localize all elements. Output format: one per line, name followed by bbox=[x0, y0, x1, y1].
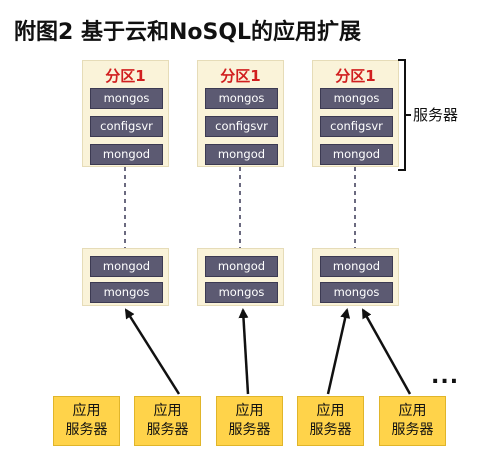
configsvr-node: configsvr bbox=[205, 116, 278, 137]
shard-box: 分区1 mongos configsvr mongod bbox=[82, 60, 169, 167]
app-server-label-line2: 服务器 bbox=[228, 422, 271, 438]
router-box: mongod mongos bbox=[82, 248, 169, 306]
mongod-node: mongod bbox=[90, 144, 163, 165]
shard-label: 分区1 bbox=[220, 67, 261, 85]
request-arrow bbox=[238, 308, 250, 395]
diagram-title: 附图2 基于云和NoSQL的应用扩展 bbox=[14, 20, 362, 45]
server-bracket-label: 服务器 bbox=[413, 106, 459, 124]
app-server-label-line2: 服务器 bbox=[309, 422, 352, 438]
app-server-label-line1: 应用 bbox=[398, 403, 427, 419]
app-server-label-line1: 应用 bbox=[153, 403, 182, 419]
more-servers-indicator: ... bbox=[431, 364, 460, 389]
app-server-label-line1: 应用 bbox=[72, 403, 101, 419]
mongos-node: mongos bbox=[320, 282, 393, 303]
app-server-box: 应用 服务器 bbox=[379, 396, 446, 446]
mongos-node: mongos bbox=[205, 88, 278, 109]
mongos-node: mongos bbox=[90, 282, 163, 303]
configsvr-node: configsvr bbox=[320, 116, 393, 137]
shard-label: 分区1 bbox=[105, 67, 146, 85]
shard-box: 分区1 mongos configsvr mongod bbox=[197, 60, 284, 167]
configsvr-node: configsvr bbox=[90, 116, 163, 137]
app-server-box: 应用 服务器 bbox=[134, 396, 201, 446]
mongod-node: mongod bbox=[205, 256, 278, 277]
mongod-node: mongod bbox=[205, 144, 278, 165]
router-box: mongod mongos bbox=[197, 248, 284, 306]
mongos-node: mongos bbox=[320, 88, 393, 109]
mongod-node: mongod bbox=[90, 256, 163, 277]
app-server-label-line2: 服务器 bbox=[146, 422, 189, 438]
shard-label: 分区1 bbox=[335, 67, 376, 85]
shard-box: 分区1 mongos configsvr mongod bbox=[312, 60, 399, 167]
mongod-node: mongod bbox=[320, 144, 393, 165]
app-server-box: 应用 服务器 bbox=[53, 396, 120, 446]
server-bracket bbox=[398, 59, 406, 171]
router-box: mongod mongos bbox=[312, 248, 399, 306]
request-arrow bbox=[326, 308, 351, 395]
mongod-node: mongod bbox=[320, 256, 393, 277]
app-server-label-line1: 应用 bbox=[235, 403, 264, 419]
app-server-label-line1: 应用 bbox=[316, 403, 345, 419]
app-server-box: 应用 服务器 bbox=[216, 396, 283, 446]
request-arrow bbox=[124, 308, 181, 395]
mongos-node: mongos bbox=[90, 88, 163, 109]
request-arrow bbox=[361, 308, 412, 395]
app-server-label-line2: 服务器 bbox=[65, 422, 108, 438]
app-server-box: 应用 服务器 bbox=[297, 396, 364, 446]
mongos-node: mongos bbox=[205, 282, 278, 303]
app-server-label-line2: 服务器 bbox=[391, 422, 434, 438]
